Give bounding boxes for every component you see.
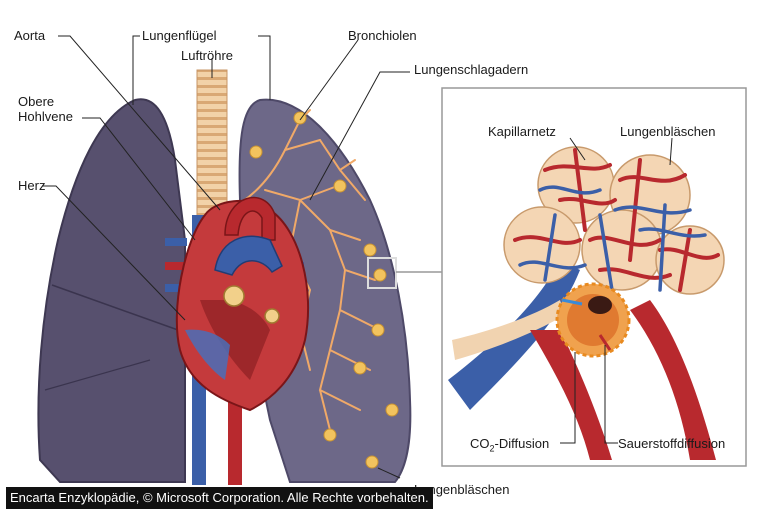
label-luftroehre: Luftröhre <box>181 48 234 63</box>
left-lung-fissure-2 <box>44 359 151 391</box>
label-kapillarnetz: Kapillarnetz <box>488 124 556 139</box>
label-lungenfluegel: Lungenflügel <box>142 28 217 43</box>
left-lung-fissure <box>51 284 179 331</box>
inset-marker <box>367 257 397 289</box>
label-lungenschlagadern: Lungenschlagadern <box>414 62 529 77</box>
co2-subscript: 2 <box>489 443 495 454</box>
heart-valve-2 <box>264 308 280 324</box>
label-bronchiolen: Bronchiolen <box>348 28 417 43</box>
label-obere-hohlvene-line1: Obere <box>18 94 55 109</box>
co2-prefix: CO <box>470 436 490 451</box>
alveoli-inset <box>448 146 725 460</box>
co2-suffix: -Diffusion <box>494 436 550 451</box>
trachea <box>196 69 228 221</box>
left-lung <box>37 98 186 483</box>
label-herz: Herz <box>18 178 46 193</box>
aortic-arch <box>224 196 276 241</box>
heart-valve <box>223 285 245 307</box>
label-co2-diffusion: CO2-Diffusion <box>470 436 549 457</box>
label-lungenblaeschen-inset: Lungenbläschen <box>620 124 716 139</box>
alveoli-clusters <box>249 111 399 469</box>
label-lungenblaeschen-bottom: Lungenbläschen <box>414 482 510 497</box>
label-aorta: Aorta <box>14 28 46 43</box>
inset-leader-lines <box>560 137 673 444</box>
leader-lines <box>42 35 410 479</box>
label-sauerstoffdiffusion: Sauerstoffdiffusion <box>618 436 726 451</box>
pulmonary-artery <box>214 235 283 276</box>
label-obere-hohlvene-line2: Hohlvene <box>18 109 73 124</box>
copyright-caption: Encarta Enzyklopädie, © Microsoft Corpor… <box>6 487 433 509</box>
